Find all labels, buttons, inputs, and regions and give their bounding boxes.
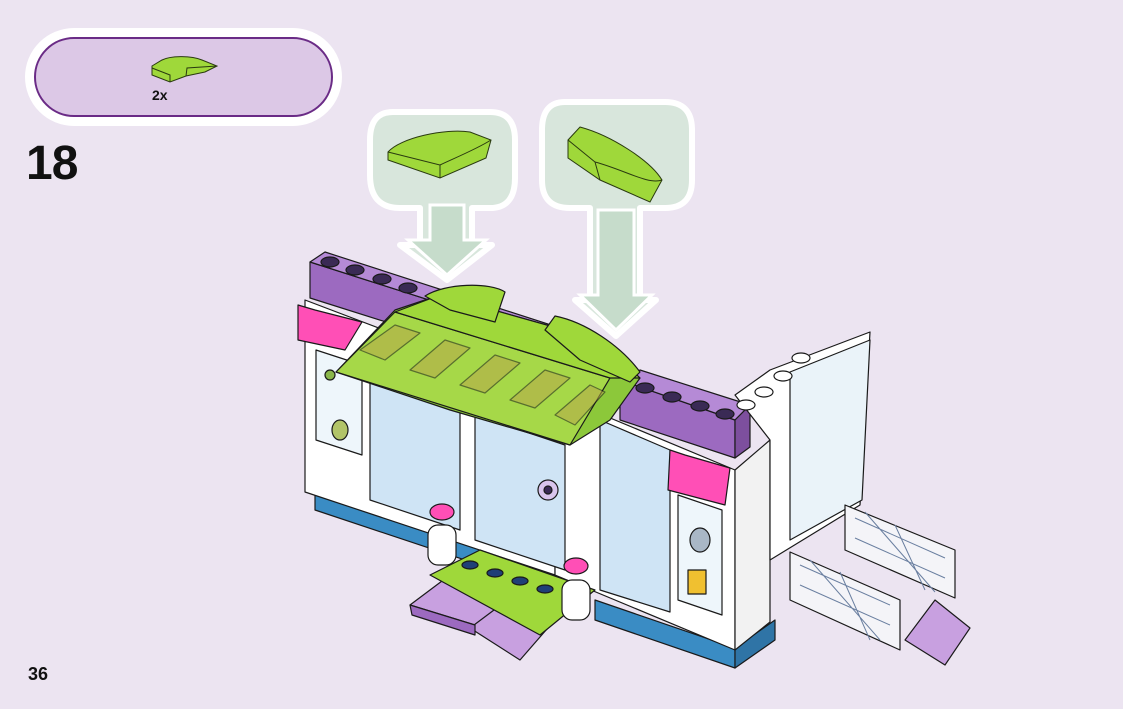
down-arrow-left-icon <box>404 203 490 278</box>
callout-bubble-left <box>367 109 518 283</box>
page-number: 36 <box>28 664 49 684</box>
down-arrow-right-icon <box>576 208 656 333</box>
shop-model <box>297 251 971 669</box>
lime-curved-slope-icon <box>151 56 219 83</box>
part-quantity: 2x <box>152 87 168 103</box>
step-number: 18 <box>26 137 78 190</box>
